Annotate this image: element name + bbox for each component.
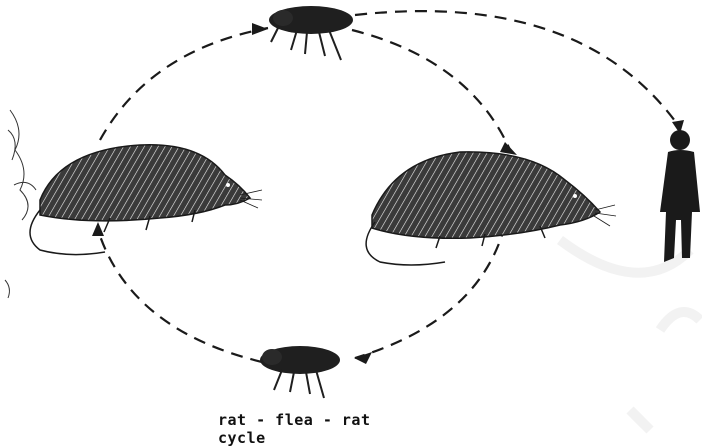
arrow-into-rat-right [500,142,517,155]
watermark-strokes [560,240,700,430]
diagram-caption: rat - flea - rat cycle [218,411,378,447]
human-icon [660,130,700,262]
flea-top-icon [269,6,353,60]
arrow-into-flea-bottom [354,352,372,364]
edge-flea-top-to-human [355,11,678,125]
edge-rat-left-to-flea-top [100,28,268,140]
edge-flea-bottom-to-rat-left [98,230,262,362]
foliage-sketch [5,110,36,298]
rat-left-icon [30,145,262,255]
arrow-into-flea-top [252,23,268,35]
edge-flea-top-to-rat-right [352,30,510,150]
arrow-into-rat-left [92,222,104,236]
flea-bottom-icon [260,346,340,398]
rat-flea-rat-cycle-diagram [0,0,702,438]
